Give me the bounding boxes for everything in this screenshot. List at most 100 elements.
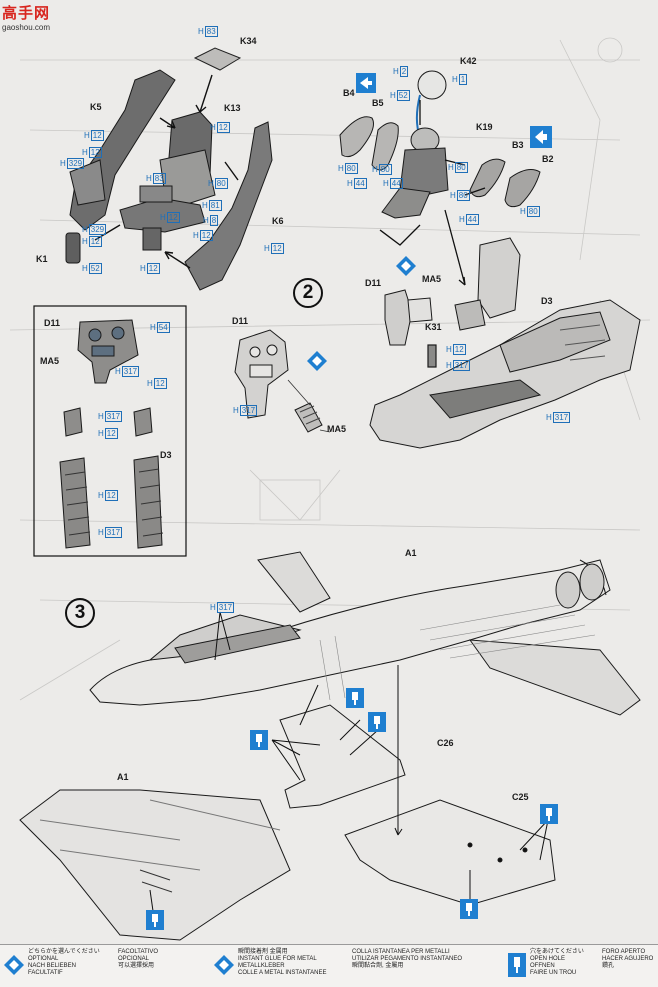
part-label-a1-upper: A1: [405, 548, 417, 558]
part-label-ma5-inset: MA5: [40, 356, 60, 366]
seat-k1-handle: [65, 232, 81, 264]
optional-diamond-icon: [396, 256, 416, 276]
part-label-b2: B2: [542, 154, 554, 164]
seat-k6-side-panel: [184, 121, 273, 291]
part-label-d11-panel: D11: [232, 316, 249, 326]
pilot-b3-b2-arms: [469, 158, 541, 208]
part-label-k42: K42: [460, 56, 477, 66]
pilot-k42-helmet: [415, 70, 447, 131]
watermark-logo: 高手网 gaoshou.com: [2, 2, 76, 36]
fuselage-a1-lower-view: [19, 789, 291, 941]
part-label-ma5-panel: MA5: [327, 424, 347, 434]
pilot-k19-body: [381, 127, 449, 219]
fuselage-a1-upper: [89, 551, 641, 716]
seat-k34-cushion: [193, 47, 242, 71]
fuselage-cockpit-opening: [174, 624, 301, 664]
drill-hole-icon: [368, 712, 386, 732]
part-label-k13: K13: [224, 103, 241, 113]
step2-d11-panel: [234, 329, 289, 419]
part-label-k19: K19: [476, 122, 493, 132]
panel-c25: [344, 799, 556, 906]
part-label-k5: K5: [90, 102, 102, 112]
drill-hole-icon: [146, 910, 164, 930]
part-label-c26: C26: [437, 738, 454, 748]
panel-c26: [279, 704, 406, 809]
inset-small-parts: [63, 407, 153, 437]
glue-icon: [356, 73, 376, 93]
cockpit-d11-panel: [384, 289, 433, 346]
glue-icon: [530, 126, 552, 148]
step-number-2: 2: [293, 278, 323, 308]
part-label-d3-tub: D3: [541, 296, 553, 306]
part-label-a1-lower: A1: [117, 772, 129, 782]
watermark-url: gaoshou.com: [2, 23, 51, 32]
cockpit-d3-tub: [369, 299, 641, 449]
pilot-b4-b5-arms: [339, 116, 399, 171]
part-label-k34: K34: [240, 36, 257, 46]
step-number-3: 3: [65, 598, 95, 628]
fuselage-hatching: [319, 604, 596, 701]
part-label-d3-inset: D3: [160, 450, 172, 460]
inset-d11-panel: [77, 319, 139, 384]
inset-box: [33, 305, 187, 557]
part-label-k31: K31: [425, 322, 442, 332]
cockpit-seat-installed: [454, 237, 521, 331]
glue-diamond-icon: [214, 955, 234, 975]
optional-diamond-icon: [307, 351, 327, 371]
drill-hole-icon: [460, 899, 478, 919]
part-label-b5: B5: [372, 98, 384, 108]
part-label-b3: B3: [512, 140, 524, 150]
drill-hole-icon: [540, 804, 558, 824]
step2-ma5-decal: [294, 402, 323, 433]
seat-k5-side-panel: [69, 69, 176, 231]
seat-main-body: [119, 149, 216, 251]
part-label-ma5-cockpit: MA5: [422, 274, 442, 284]
optional-diamond-icon: [4, 955, 24, 975]
inset-d3-consoles: [59, 455, 164, 549]
part-label-c25: C25: [512, 792, 529, 802]
part-label-b4: B4: [343, 88, 355, 98]
seat-arrows: [94, 74, 239, 269]
part-label-d11-inset: D11: [44, 318, 61, 328]
